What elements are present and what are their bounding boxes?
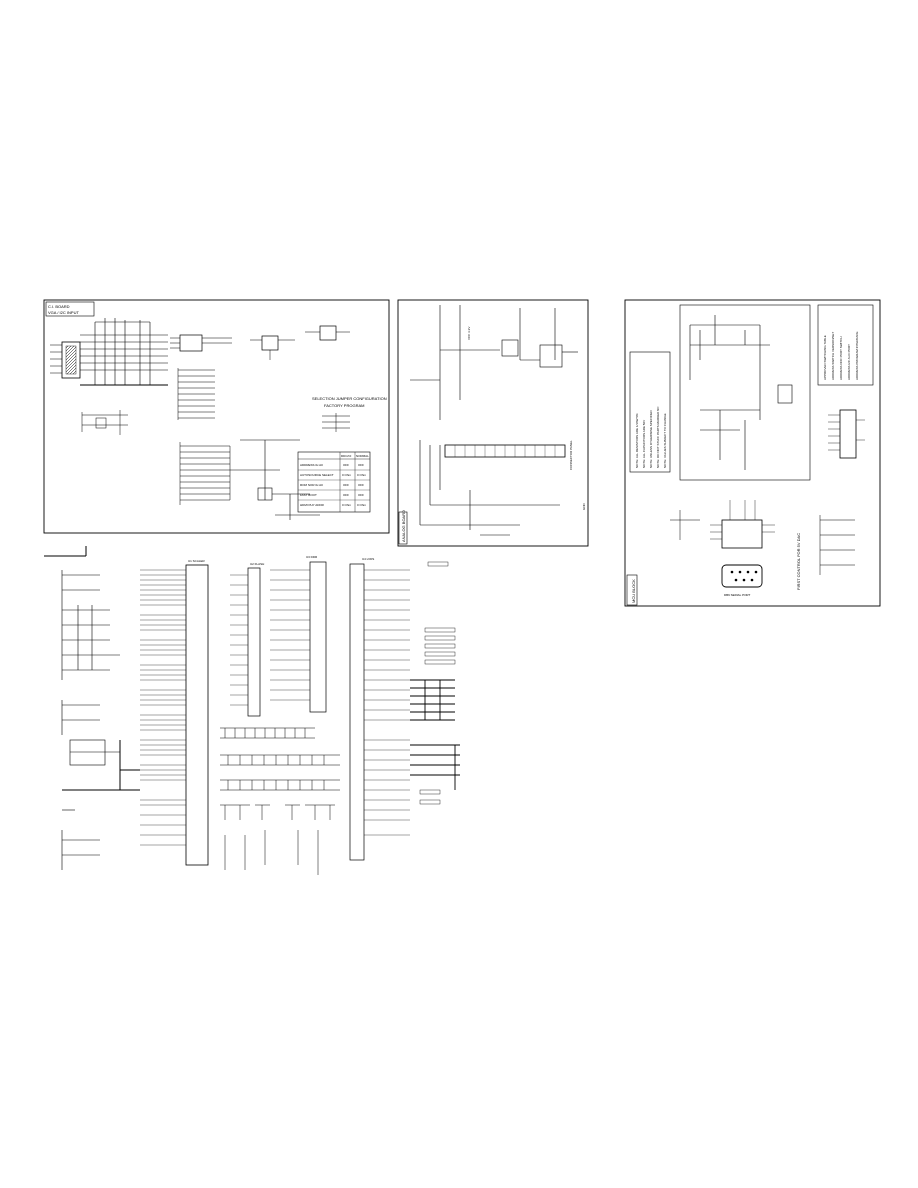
panel-note-3: ADDRESS DDC PORT SWITCH [839,336,843,380]
side-title-text: ANALOG BOARD [401,510,406,542]
panel-note-4: ADDRESS I2C AUX PORT [847,344,851,380]
table-row-3-a: OFF [343,483,349,487]
mcu-wiring [689,315,793,470]
lvds-output-bus [410,679,460,790]
ddr-ic: U3 DDR [306,555,327,713]
side-title-block [398,511,408,545]
lvds-ic: U4 LVDS [349,557,374,861]
table-row-4-b: OFF [358,493,364,497]
vga-connector [50,341,81,379]
title-block-line-1: C.I. BOARD [48,304,70,309]
table-row-2-label: AUTOSOURCE SELECT [300,473,334,477]
right-side-label: MCU BLOCK [631,579,636,603]
vga-signal-bus [80,318,168,386]
net-label-vcc: VCC 3.3V [467,327,471,340]
table-col-normal: NORMAL [356,454,369,458]
panel-note-1: APPROVED SWITCHING TABLE [823,335,827,380]
power-switch-block [240,439,320,520]
table-row-3-label: ROM NOR 0x A0 [300,483,323,487]
panel-note-5: ADDRESS PROGRAM INTERFACE [855,331,859,380]
switch-table-subheading: FACTORY PROGRAM [324,403,364,408]
scaler-ic: U1 SCALER [185,559,209,866]
table-row-5-a: 0 Ohm [342,503,352,507]
right-title-block [626,574,638,606]
right-inner-frame [679,304,811,481]
table-row-2-a: 0 Ohm [342,473,352,477]
switch-table: DDC/CI NORMAL ADDRESS 0x A0 OFF OFF AUTO… [297,451,371,513]
sheet-top-mid-border [397,299,589,547]
sheet-top-mid: ANALOG BOARD [397,299,589,547]
db9-connector: DB9 SERIAL PORT [721,564,763,597]
jumper-symbol [322,413,350,432]
power-rails [61,570,140,870]
table-row-3-b: OFF [358,483,364,487]
table-col-ddcci: DDC/CI [341,454,351,458]
table-row-1-b: OFF [358,463,364,467]
notes-box: NOTE: ALL RESISTORS ARE 1/16W 5% NOTE: A… [629,351,671,473]
eeprom-block [170,334,232,352]
table-row-1-label: ADDRESS 0x A0 [300,463,323,467]
ddr-label: U3 DDR [306,555,318,559]
sheet-bottom: U1 SCALER [44,546,460,875]
table-row-4-a: OFF [343,493,349,497]
right-lower-wiring [670,510,855,575]
title-block [45,301,95,317]
note-4: NOTE: DO NOT STUFF PARTS MARKED NC [656,406,660,468]
note-2: NOTE: ALL CAPACITORS ARE 50V [642,420,646,468]
notes-panel: APPROVED SWITCHING TABLE ADDRESS SWITCH … [817,304,874,386]
panel-connector-label: CONNECTOR PANEL [569,440,573,470]
small-net-labels [419,561,456,805]
net-label-gnd: GND [582,503,586,511]
table-row-2-b: 0 Ohm [357,473,367,477]
level-shifter-ic [710,500,775,549]
title-block-line-2: VGA / I2C INPUT [48,310,79,315]
flash-ic: U2 FLASH [247,562,264,717]
switch-table-heading: SELECTION JUMPER CONFIGURATION [312,396,387,401]
header-pins-b [179,442,280,505]
table-row-5-b: 0 Ohm [357,503,367,507]
note-1: NOTE: ALL RESISTORS ARE 1/16W 5% [635,413,639,468]
lvds-pin-lines [364,569,410,836]
regulator-block [250,335,295,360]
sheet-right-border [624,299,881,607]
mcu-ic [828,409,865,459]
header-pins-a [177,368,215,420]
note-3: NOTE: UNLESS OTHERWISE SPECIFIED [649,410,653,468]
table-row-1-a: OFF [343,463,349,467]
table-row-5-label: HDMI PHY ADDR [300,503,325,507]
flash-label: U2 FLASH [250,562,264,566]
panel-connector: CONNECTOR PANEL [444,440,573,470]
sheet-right: MCU BLOCK NOTE: ALL RESISTORS ARE 1/16W … [624,299,881,607]
db9-label: DB9 SERIAL PORT [724,593,751,597]
scaler-label: U1 SCALER [188,559,206,563]
ddr-pin-lines [270,569,310,701]
table-row-4-label: FAST BOOT [300,493,317,497]
sheet-main: C.I. BOARD VGA / I2C INPUT [43,299,390,534]
analog-wiring [410,305,578,536]
sheet-main-border [43,299,390,534]
panel-note-2: ADDRESS SWITCH VERSION/SET [831,332,835,380]
i2c-buffer [81,410,128,435]
lvds-label: U4 LVDS [362,557,374,561]
scaler-pin-lines-left [119,569,186,846]
reset-block [305,325,350,341]
flash-pin-lines [230,574,248,706]
note-5: NOTE: VALUES SUBJECT TO CHANGE [663,413,667,468]
dac-caption: FIRST CONTROL FOR 5V DAC [796,533,801,590]
decoupling-cap-rows [220,727,340,875]
